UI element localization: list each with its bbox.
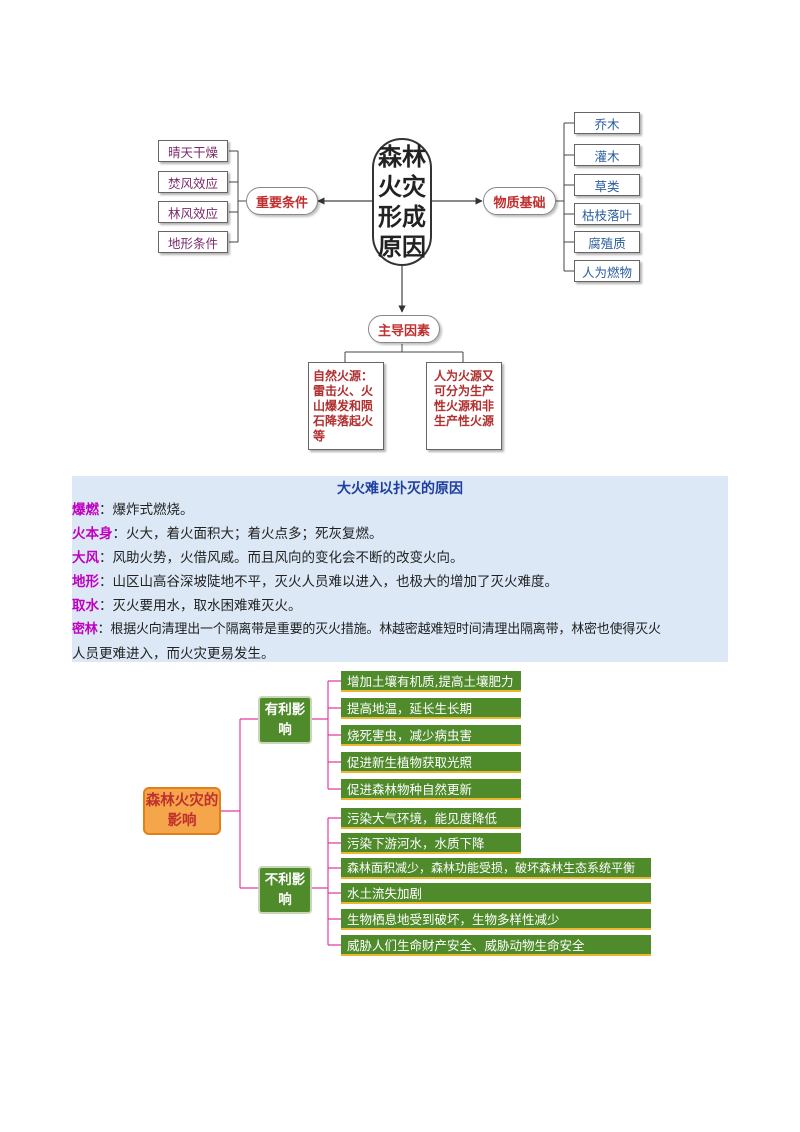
reason-key: 爆燃 bbox=[72, 502, 99, 518]
negative-impact-item: 污染大气环境，能见度降低 bbox=[341, 808, 521, 829]
condition-item: 晴天干燥 bbox=[158, 140, 228, 162]
negative-impact-item: 森林面积减少，森林功能受损，破坏森林生态系统平衡 bbox=[341, 858, 651, 879]
material-item: 人为燃物 bbox=[574, 260, 640, 282]
material-item: 灌木 bbox=[574, 144, 640, 166]
reason-key: 火本身 bbox=[72, 526, 113, 542]
reason-text: ：灭火要用水，取水困难难灭火。 bbox=[99, 598, 302, 614]
positive-impact-item: 烧死害虫，减少病虫害 bbox=[341, 725, 521, 746]
important-conditions-node: 重要条件 bbox=[246, 187, 318, 215]
reason-row: 取水：灭火要用水，取水困难难灭火。 bbox=[72, 595, 728, 617]
reasons-panel bbox=[72, 476, 728, 662]
human-fire-source-box: 人为火源又可分为生产性火源和非生产性火源 bbox=[426, 362, 502, 450]
condition-item: 地形条件 bbox=[158, 231, 228, 253]
positive-impact-item: 增加土壤有机质,提高土壤肥力 bbox=[341, 671, 521, 692]
reason-row: 爆燃：爆炸式燃烧。 bbox=[72, 499, 728, 521]
reason-text: ：火大，着火面积大；着火点多；死灰复燃。 bbox=[112, 526, 383, 542]
reason-key: 密林 bbox=[72, 622, 98, 637]
reason-continuation: 人员更难进入，而火灾更易发生。 bbox=[72, 646, 275, 662]
material-basis-node: 物质基础 bbox=[483, 187, 556, 215]
positive-impact-item: 促进新生植物获取光照 bbox=[341, 752, 521, 773]
natural-fire-source-box: 自然火源：雷击火、火山爆发和陨石降落起火等 bbox=[308, 362, 384, 450]
material-item: 乔木 bbox=[574, 112, 640, 134]
reason-text: ：根据火向清理出一个隔离带是重要的灭火措施。林越密越难短时间清理出隔离带，林密也… bbox=[97, 622, 661, 637]
negative-impact-item: 污染下游河水，水质下降 bbox=[341, 833, 521, 854]
center-node: 森林火灾形成原因 bbox=[372, 138, 432, 266]
material-item: 枯枝落叶 bbox=[574, 203, 640, 225]
positive-impact-item: 促进森林物种自然更新 bbox=[341, 779, 521, 800]
positive-impact-item: 提高地温，延长生长期 bbox=[341, 698, 521, 719]
reason-key: 取水 bbox=[72, 598, 99, 614]
reason-text: ：风助火势，火借风威。而且风向的变化会不断的改变火向。 bbox=[99, 550, 464, 566]
material-item: 腐殖质 bbox=[574, 231, 640, 253]
negative-impact-item: 水土流失加剧 bbox=[341, 883, 651, 904]
impacts-root-node: 森林火灾的影响 bbox=[143, 787, 221, 835]
negative-impact-item: 生物栖息地受到破坏，生物多样性减少 bbox=[341, 909, 651, 930]
reasons-title: 大火难以扑灭的原因 bbox=[337, 481, 463, 497]
reason-row: 密林：根据火向清理出一个隔离带是重要的灭火措施。林越密越难短时间清理出隔离带，林… bbox=[72, 619, 728, 641]
positive-impacts-node: 有利影响 bbox=[258, 696, 312, 744]
condition-item: 林风效应 bbox=[158, 201, 228, 223]
reason-text: ：山区山高谷深坡陡地不平，灭火人员难以进入，也极大的增加了灭火难度。 bbox=[99, 574, 558, 590]
material-item: 草类 bbox=[574, 174, 640, 196]
reason-row: 火本身：火大，着火面积大；着火点多；死灰复燃。 bbox=[72, 523, 728, 545]
negative-impacts-node: 不利影响 bbox=[258, 866, 312, 914]
reason-text: ：爆炸式燃烧。 bbox=[99, 502, 194, 518]
negative-impact-item: 威胁人们生命财产安全、威胁动物生命安全 bbox=[341, 935, 651, 956]
reason-row: 大风：风助火势，火借风威。而且风向的变化会不断的改变火向。 bbox=[72, 547, 728, 569]
reason-key: 大风 bbox=[72, 550, 99, 566]
condition-item: 焚风效应 bbox=[158, 171, 228, 193]
reason-key: 地形 bbox=[72, 574, 99, 590]
reason-row: 地形：山区山高谷深坡陡地不平，灭火人员难以进入，也极大的增加了灭火难度。 bbox=[72, 571, 728, 593]
dominant-factors-node: 主导因素 bbox=[368, 315, 440, 343]
